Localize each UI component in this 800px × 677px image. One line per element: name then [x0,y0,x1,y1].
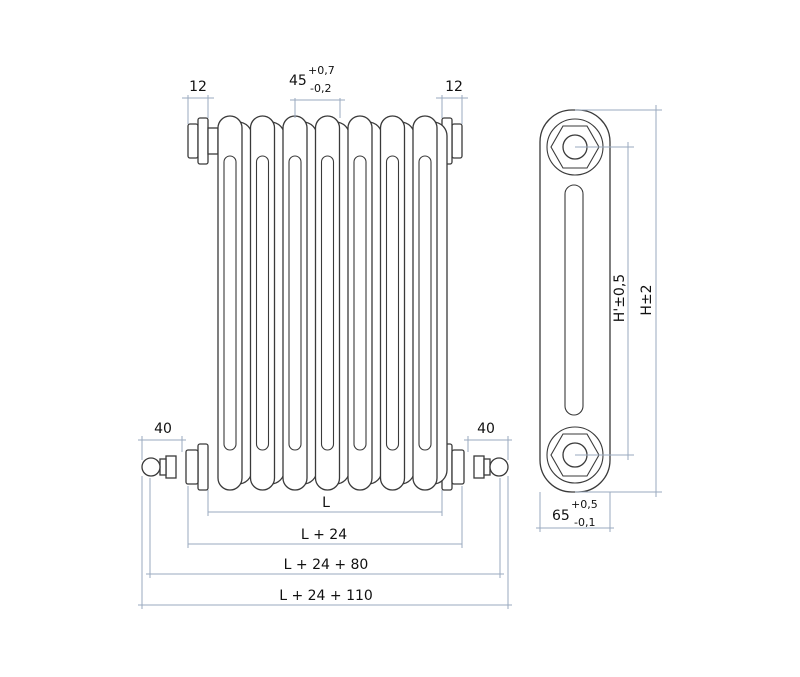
side-dimension-lines [536,105,662,532]
column-front-tube [379,115,406,491]
front-view: 12 12 45 +0,7 -0,2 40 40 L L + 24 L + 24… [138,64,512,609]
dim-pitch-tol-lower: -0,2 [310,82,331,95]
dim-pitch: 45 [289,73,307,89]
side-view: H'±0,5 H±2 65 +0,5 -0,1 [536,105,662,532]
column-front-tube [217,115,243,491]
radiator-column [217,115,253,491]
radiator-column [282,115,318,491]
radiator-column [379,115,416,491]
side-slot [564,184,584,416]
column-inner-tube [385,155,400,451]
dim-plug-left: 40 [154,421,172,437]
column-inner-tube [288,155,302,451]
column-front-tube [249,115,276,491]
dim-height-axis: H'±0,5 [612,274,628,322]
column-front-tube [347,115,373,491]
column-inner-tube [320,155,335,451]
bottom-right-connector [441,443,509,491]
bottom-left-connector [141,443,209,491]
column-inner-tube [255,155,270,451]
dim-nipple-right: 12 [445,79,463,95]
column-inner-tube [353,155,367,451]
side-body [539,109,611,493]
dim-height-total: H±2 [639,284,655,315]
column-inner-tube [418,155,432,451]
dim-nipple-left: 12 [189,79,207,95]
radiator-column [249,115,286,491]
top-left-connector [187,117,219,165]
dim-width-L: L [322,495,330,511]
column-inner-tube [223,155,237,451]
radiator-columns [217,115,448,491]
column-front-tube [314,115,341,491]
radiator-column [314,115,351,491]
dim-width-L24-80: L + 24 + 80 [284,557,369,573]
dim-pitch-tol-upper: +0,7 [308,64,335,77]
column-front-tube [412,115,438,491]
front-dimension-lines [138,95,512,609]
radiator-column [412,115,448,491]
dim-depth-tol-lower: -0,1 [574,516,595,529]
radiator-column [347,115,383,491]
column-front-tube [282,115,308,491]
dim-width-L24-110: L + 24 + 110 [279,588,373,604]
dim-plug-right: 40 [477,421,495,437]
dim-depth-tol-upper: +0,5 [571,498,598,511]
dim-depth: 65 [552,508,570,524]
dim-width-L24: L + 24 [301,527,347,543]
